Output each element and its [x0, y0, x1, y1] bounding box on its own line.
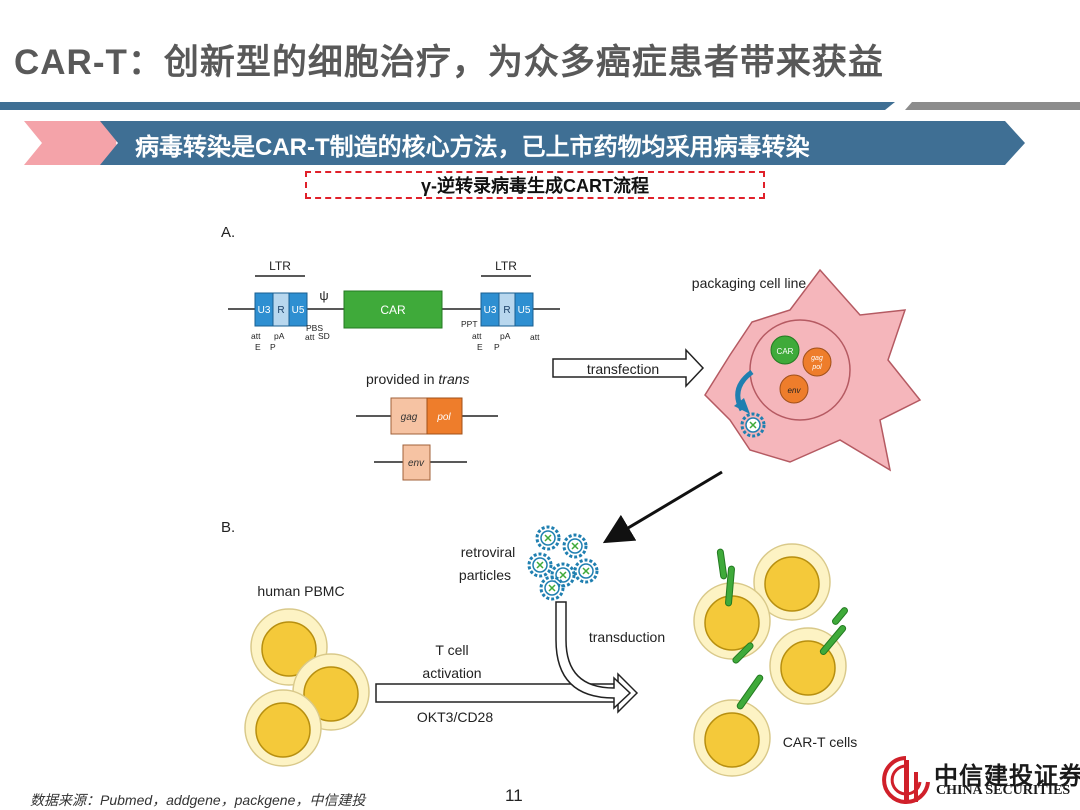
sd-label: SD	[318, 331, 330, 341]
u3-label: U3	[484, 305, 497, 316]
car-t-cells-label: CAR-T cells	[783, 734, 857, 750]
att-label: att	[251, 331, 261, 341]
panel-b-label: B.	[221, 519, 235, 536]
car-gene-label: CAR	[380, 303, 406, 317]
att-label: att	[530, 332, 540, 342]
activation-label: activation	[422, 665, 481, 681]
pol-plasmid-label: pol	[811, 364, 822, 371]
transfection-label: transfection	[587, 361, 659, 377]
car-plasmid-label: CAR	[777, 347, 794, 356]
transduction-label: transduction	[589, 629, 665, 645]
ltr-right-label: LTR	[495, 259, 517, 273]
source-note: 数据来源：Pubmed，addgene，packgene，中信建投	[30, 790, 365, 810]
psi-label: ψ	[319, 288, 328, 303]
gag-plasmid-label: gag	[811, 355, 823, 362]
logo-english-text: CHINA SECURITIES	[936, 783, 1070, 799]
ltr-left-label: LTR	[269, 259, 291, 273]
pa-label: pA	[274, 331, 285, 341]
e-label: E	[477, 342, 483, 352]
gag-label: gag	[401, 412, 418, 423]
u3-label: U3	[258, 305, 271, 316]
ppt-label: PPT	[461, 319, 478, 329]
panel-a-label: A.	[221, 224, 235, 241]
packaging-cell-label: packaging cell line	[692, 275, 807, 291]
r-label: R	[277, 305, 284, 316]
att-label: att	[305, 332, 315, 342]
company-logo-icon	[880, 754, 932, 806]
t-cell-label: T cell	[435, 642, 468, 658]
particles-label: particles	[459, 567, 511, 583]
p-label: P	[270, 342, 276, 352]
retroviral-label: retroviral	[461, 544, 515, 560]
okt3-label: OKT3/CD28	[417, 709, 493, 725]
u5-label: U5	[518, 305, 531, 316]
particle-release-arrow	[608, 472, 722, 540]
u5-label: U5	[292, 305, 305, 316]
env-label: env	[408, 458, 425, 469]
pa-label: pA	[500, 331, 511, 341]
r-label: R	[503, 305, 510, 316]
att-label: att	[472, 331, 482, 341]
page-number: 11	[505, 786, 523, 806]
pbmc-cells	[245, 609, 369, 766]
gag-pol-plasmid	[803, 348, 831, 376]
provided-in-trans-label: provided in trans	[366, 371, 470, 387]
retroviral-particles	[529, 527, 597, 599]
p-label: P	[494, 342, 500, 352]
human-pbmc-label: human PBMC	[257, 583, 344, 599]
env-plasmid-label: env	[788, 386, 802, 395]
pol-label: pol	[436, 412, 451, 423]
e-label: E	[255, 342, 261, 352]
